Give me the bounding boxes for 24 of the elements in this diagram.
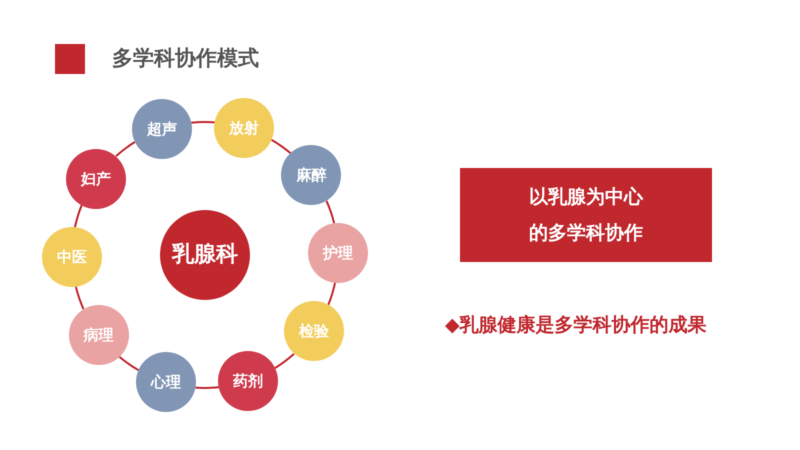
department-circle: 检验 (284, 301, 344, 362)
ring-connector (195, 386, 219, 389)
department-circle: 超声 (132, 99, 192, 160)
ring-connector (74, 204, 83, 228)
department-circle: 放射 (214, 98, 274, 158)
ring-connector (74, 286, 84, 310)
ring-connector (327, 282, 336, 306)
department-circle: 病理 (68, 304, 129, 365)
center-circle: 乳腺科 (160, 210, 250, 300)
title: 多学科协作模式 (112, 45, 259, 72)
ring-connector (191, 121, 215, 124)
department-circle: 药剂 (218, 350, 278, 411)
department-circle: 护理 (308, 222, 368, 283)
ring-connector (115, 141, 136, 157)
caption-note: ◆乳腺健康是多学科协作的成果 (445, 313, 707, 338)
ring-connector (326, 200, 336, 224)
department-circle: 妇产 (66, 148, 126, 209)
ring-connector (271, 138, 292, 154)
ring-connector (274, 353, 295, 369)
department-circle: 中医 (42, 227, 102, 288)
department-circle: 心理 (136, 352, 196, 412)
statement-box: 以乳腺为中心的多学科协作 (460, 168, 712, 262)
ring-connector (118, 356, 139, 372)
department-circle: 麻醉 (281, 145, 342, 206)
